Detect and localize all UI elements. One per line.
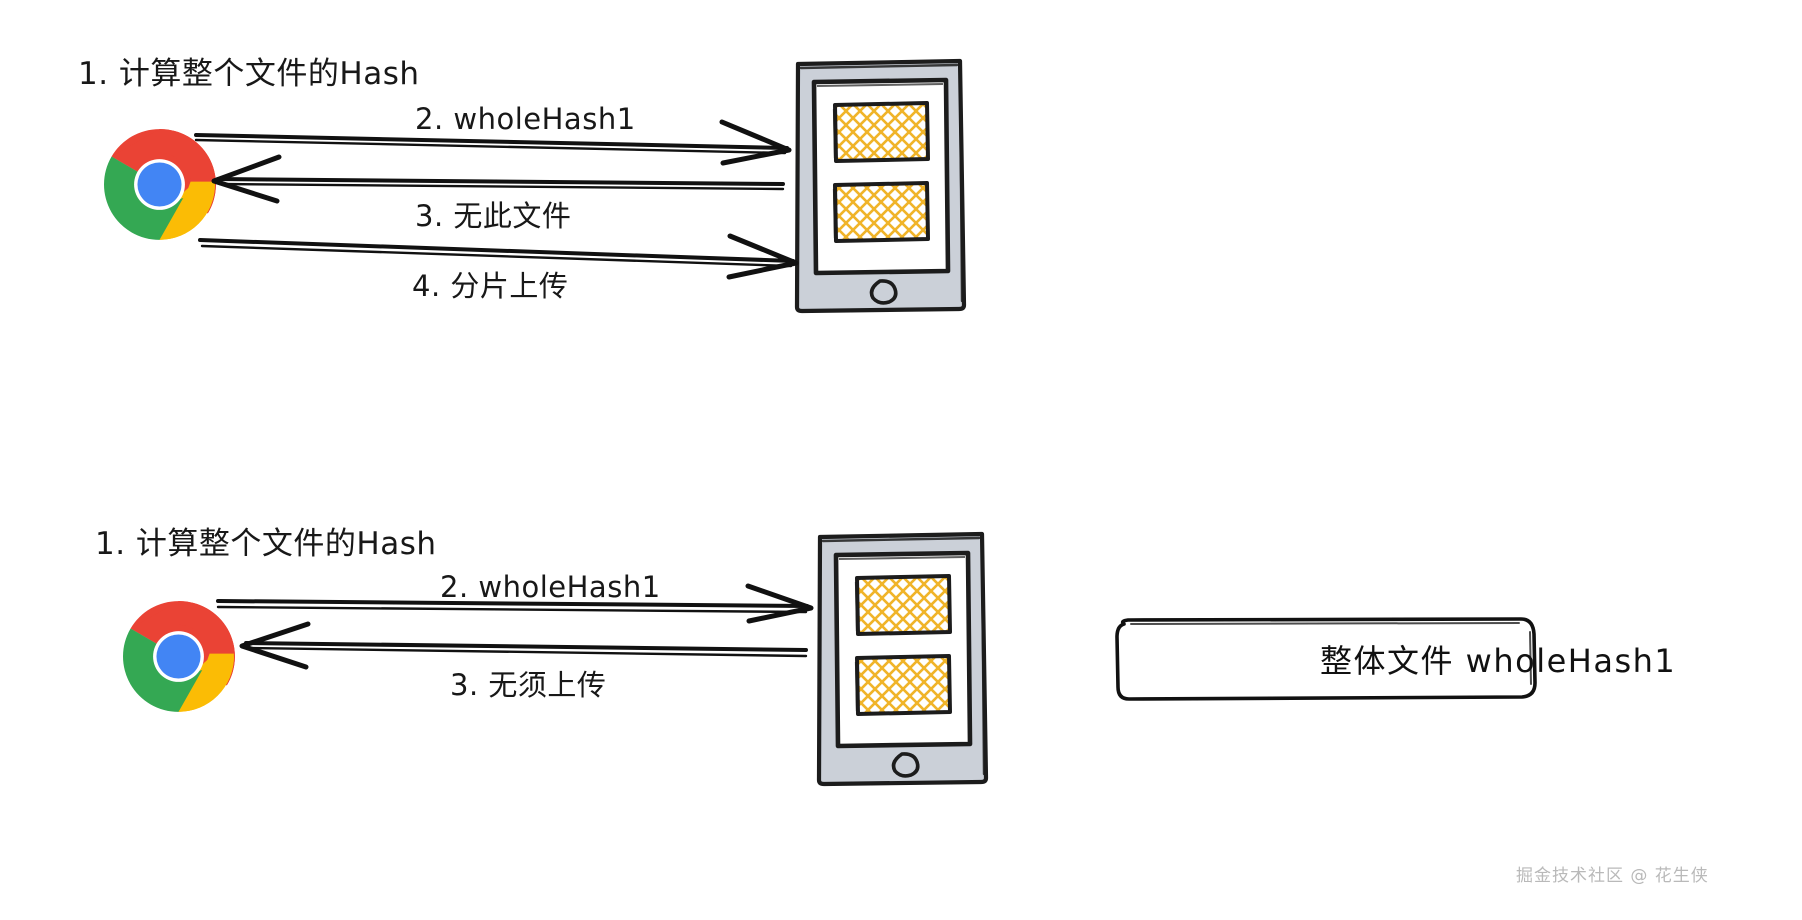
chrome-logo-bottom — [123, 601, 235, 712]
label-step2-top: 2. wholeHash1 — [415, 102, 636, 136]
label-step1-bottom: 1. 计算整个文件的Hash — [95, 526, 437, 562]
server-device-bottom — [819, 534, 986, 784]
arrow-step4-top — [198, 233, 799, 280]
label-step4-top: 4. 分片上传 — [412, 269, 569, 303]
callout-box — [1115, 617, 1537, 701]
arrow-step3-bottom — [239, 621, 808, 670]
bottom-flow-group — [123, 534, 986, 784]
server-device-top — [797, 61, 964, 311]
callout-label: 整体文件 wholeHash1 — [1320, 642, 1677, 680]
arrow-step2-top — [194, 119, 792, 166]
arrow-step3-top — [211, 154, 785, 204]
top-flow-group — [104, 61, 964, 311]
label-step3-bottom: 3. 无须上传 — [450, 668, 607, 702]
label-step3-top: 3. 无此文件 — [415, 199, 572, 233]
label-step2-bottom: 2. wholeHash1 — [440, 570, 661, 604]
chrome-logo-top — [104, 129, 216, 240]
label-step1-top: 1. 计算整个文件的Hash — [78, 56, 420, 92]
arrow-step2-bottom — [216, 583, 814, 624]
watermark-label: 掘金技术社区 @ 花生侠 — [1516, 866, 1709, 886]
